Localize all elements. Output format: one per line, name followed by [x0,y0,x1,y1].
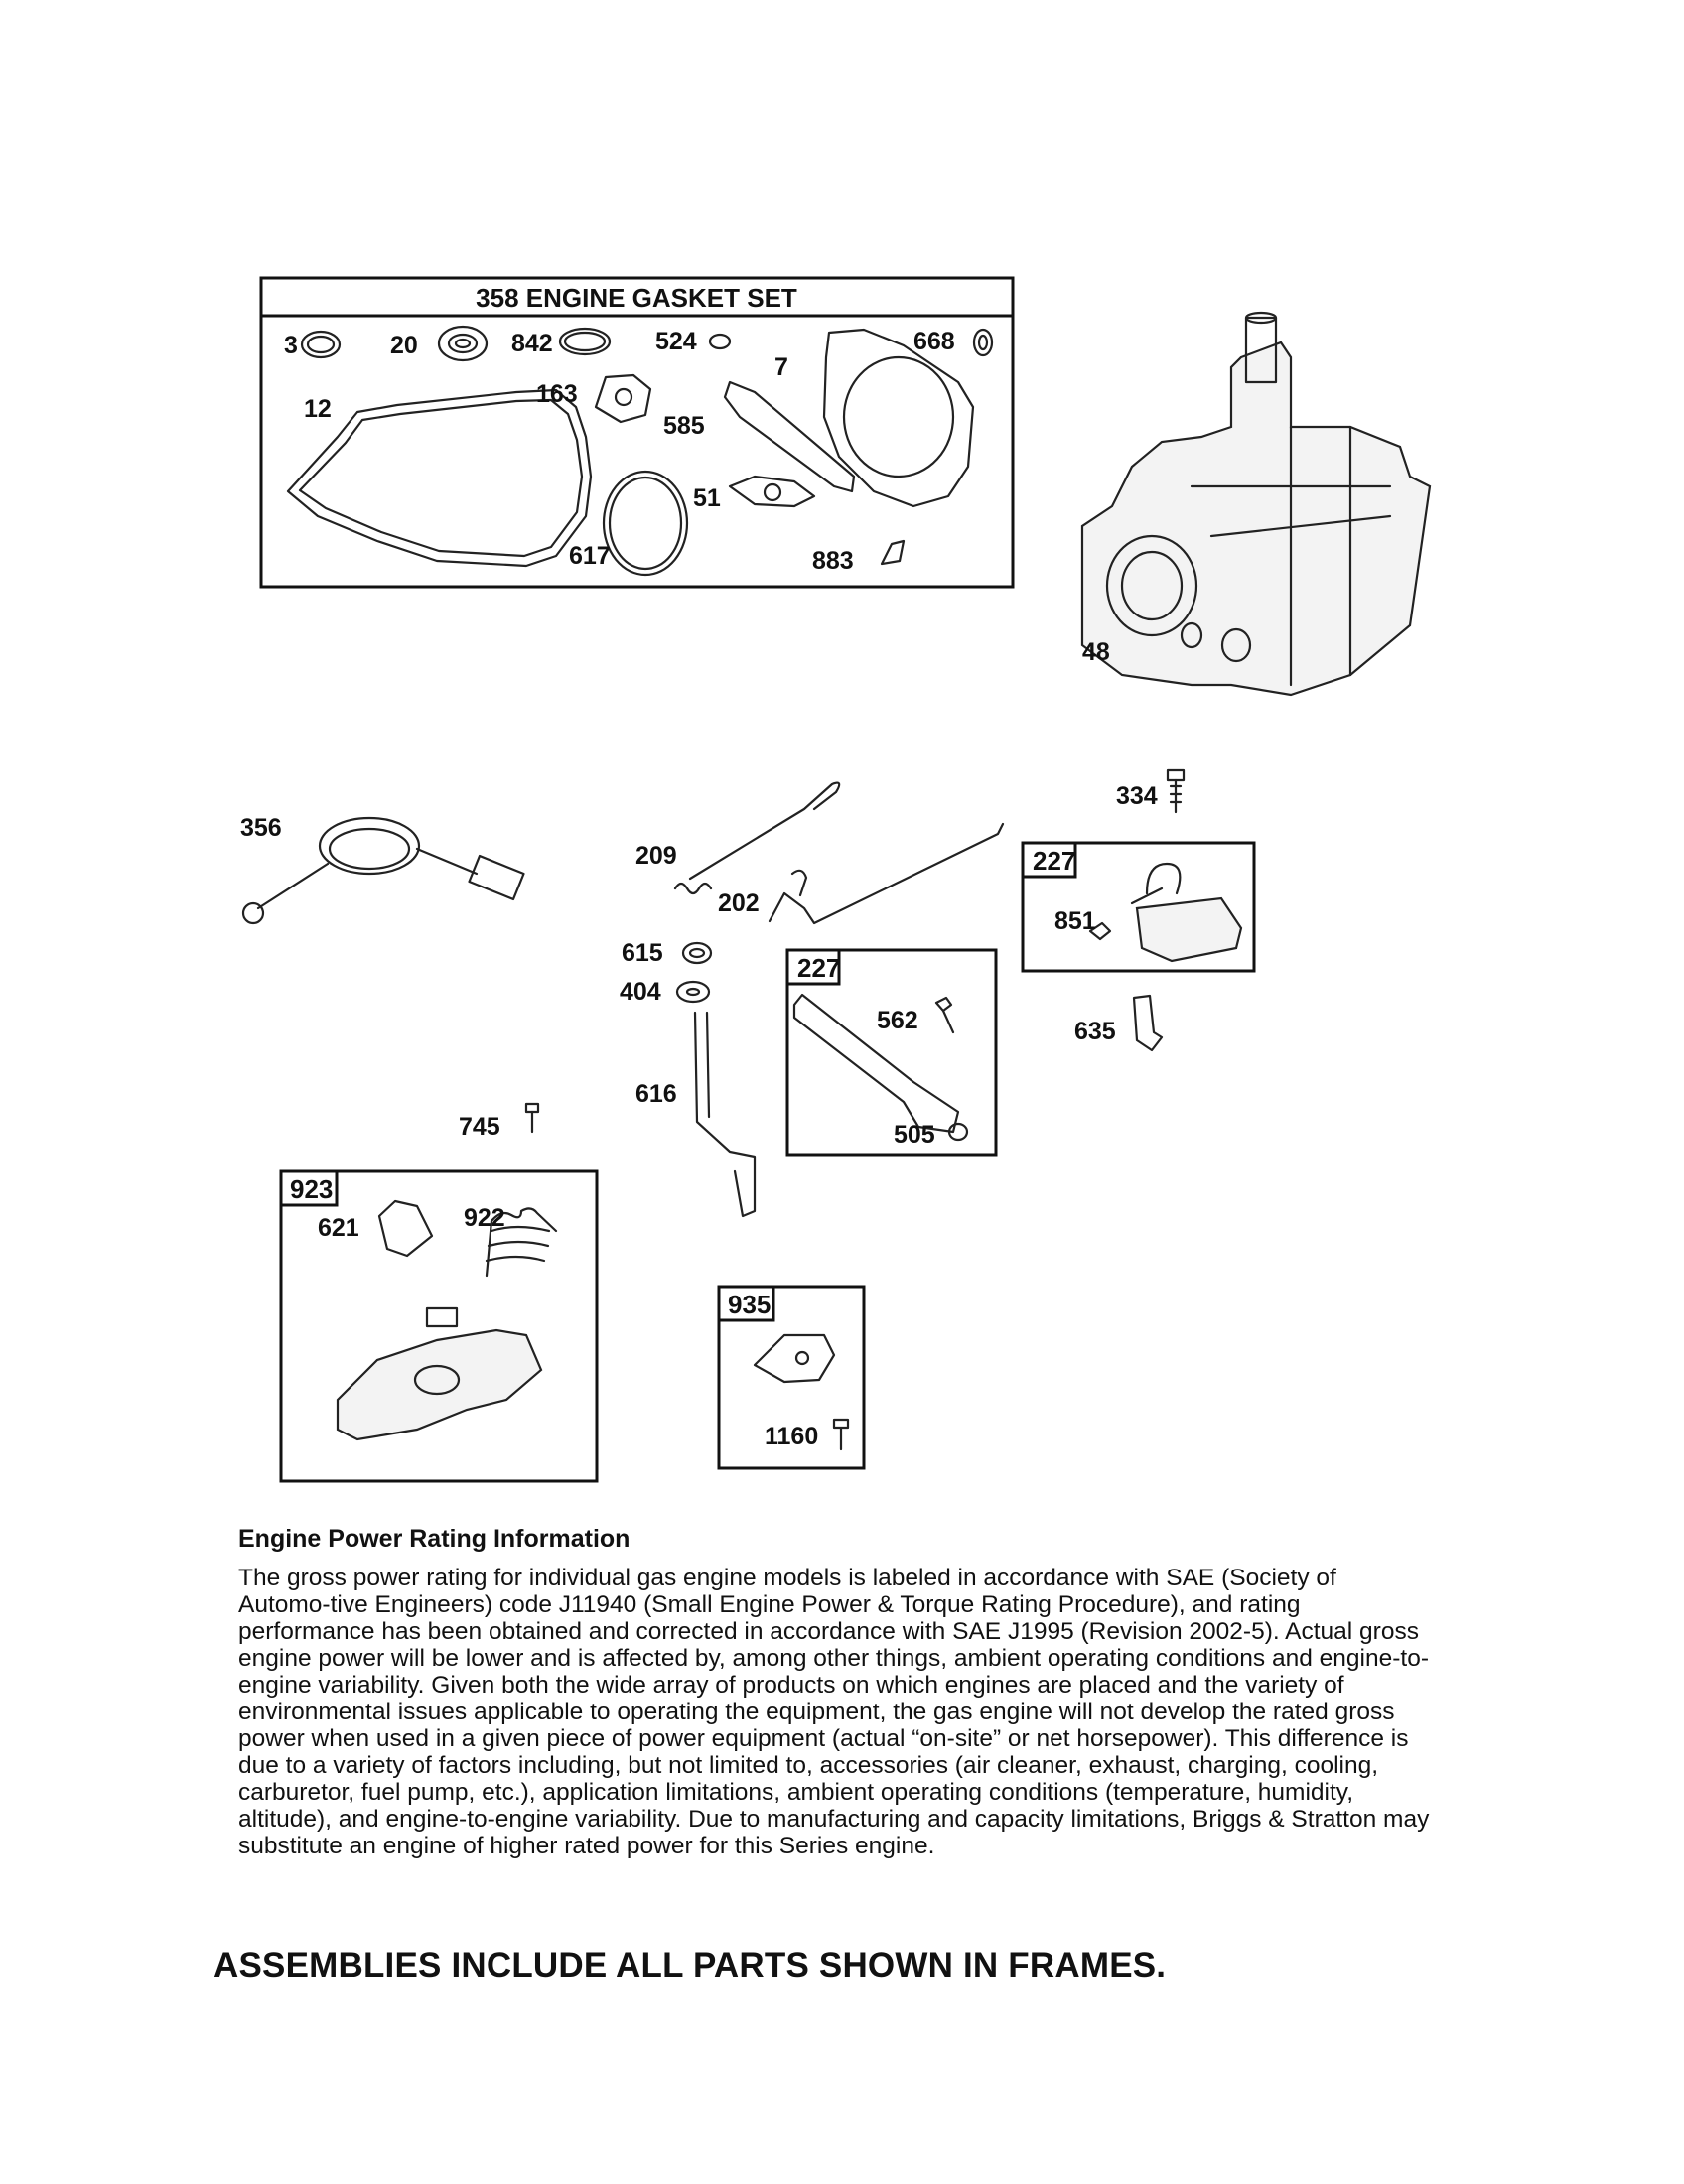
label-524: 524 [655,328,697,355]
label-48: 48 [1082,638,1110,666]
label-163: 163 [536,380,578,408]
frame-923: 923 621 922 [279,1169,599,1483]
label-922: 922 [464,1204,505,1232]
bolt-334-drawing: 334 [1116,768,1186,814]
bolt-745-drawing: 745 [459,1102,540,1141]
gasket-labels: 3 20 842 524 668 7 12 163 585 51 617 883 [284,328,955,575]
info-body: The gross power rating for individual ga… [238,1565,1430,1859]
frame-label-935: 935 [728,1290,771,1319]
label-20: 20 [390,332,418,359]
label-1160: 1160 [765,1423,818,1450]
parts-diagram: 358 ENGINE GASKET SET [240,276,1432,1483]
label-585: 585 [663,412,705,440]
label-635: 635 [1074,1018,1116,1045]
label-668: 668 [913,328,955,355]
label-615: 615 [622,939,663,967]
frame-227-arm: 227 562 505 [785,948,998,1157]
shaft-drawing: 615 404 616 [620,939,757,1218]
label-842: 842 [511,330,553,357]
label-617: 617 [569,542,611,570]
label-12: 12 [304,395,332,423]
label-356: 356 [240,814,282,842]
wire-356-drawing: 356 [240,814,525,925]
gasket-set-title: 358 ENGINE GASKET SET [476,283,797,313]
label-851: 851 [1054,907,1096,935]
frame-label-227-b: 227 [797,953,840,983]
label-745: 745 [459,1113,500,1141]
label-51: 51 [693,484,721,512]
label-334: 334 [1116,782,1158,810]
label-616: 616 [635,1080,677,1108]
frame-label-923: 923 [290,1174,333,1204]
frame-label-227-a: 227 [1033,846,1075,876]
label-404: 404 [620,978,661,1006]
label-209: 209 [635,842,677,870]
frame-227-ignition: 227 851 [1021,841,1256,973]
label-505: 505 [894,1121,935,1149]
label-7: 7 [774,353,788,381]
label-3: 3 [284,332,298,359]
info-title: Engine Power Rating Information [238,1525,631,1553]
plug-635-drawing: 635 [1074,994,1164,1052]
footer-note: ASSEMBLIES INCLUDE ALL PARTS SHOWN IN FR… [213,1946,1167,1984]
label-202: 202 [718,889,760,917]
frame-935: 935 1160 [717,1285,866,1470]
gasket-drawings [286,325,994,577]
label-883: 883 [812,547,854,575]
label-621: 621 [318,1214,359,1242]
label-562: 562 [877,1007,918,1034]
engine-block-drawing: 48 [1080,311,1432,697]
gasket-set-frame: 358 ENGINE GASKET SET [259,276,1015,589]
spring-link-drawing: 209 202 [635,781,1005,925]
